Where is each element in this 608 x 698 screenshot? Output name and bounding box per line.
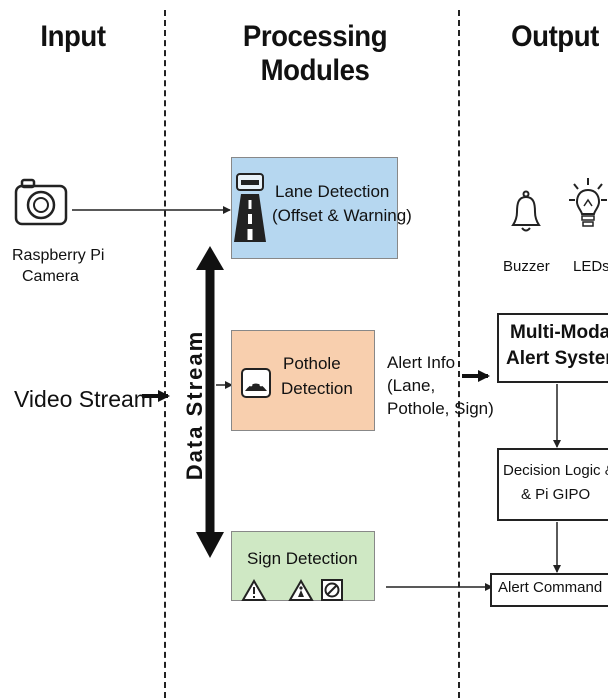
camera-icon <box>14 178 68 226</box>
processing-column-title: Processing Modules <box>242 20 388 87</box>
led-bulb-icon <box>569 178 607 227</box>
alert-command-box <box>490 573 608 607</box>
road-icon <box>234 173 266 242</box>
pothole-title-line1: Pothole <box>283 354 341 373</box>
buzzer-label: Buzzer <box>503 258 550 275</box>
pothole-title-line2: Detection <box>281 379 353 398</box>
data-stream-double-arrow <box>196 246 224 558</box>
input-column-title: Input <box>40 20 106 53</box>
lane-detection-title: Lane Detection <box>275 182 390 201</box>
divider-right <box>458 10 460 698</box>
leds-label: LEDs <box>573 258 608 275</box>
no-entry-sign-icon <box>321 579 343 601</box>
decision-logic-box <box>497 448 608 521</box>
camera-label-line1: Raspberry Pi <box>12 247 105 264</box>
output-column-title: Output <box>511 20 599 53</box>
pothole-icon <box>241 368 271 398</box>
divider-left <box>164 10 166 698</box>
multimodal-line2: Alert System <box>506 348 608 369</box>
warning-sign-icon <box>241 579 267 601</box>
multimodal-line1: Multi-Modal <box>510 322 608 343</box>
decision-line2: & Pi GIPO <box>521 486 591 503</box>
alert-info-line2: (Lane, <box>387 376 436 395</box>
sign-detection-title: Sign Detection <box>247 549 358 568</box>
data-stream-label: Data Stream <box>182 329 207 481</box>
decision-line1: Decision Logic & <box>503 462 608 479</box>
multimodal-alert-box <box>497 313 608 383</box>
bell-icon <box>511 190 541 232</box>
alert-command-label: Alert Command <box>498 579 603 596</box>
alert-info-line1: Alert Info <box>387 353 456 372</box>
lane-detection-subtitle: (Offset & Warning) <box>272 206 412 225</box>
alert-info-line3: Pothole, Sign) <box>387 399 494 418</box>
video-stream-label: Video Stream <box>14 386 153 412</box>
road-work-sign-icon <box>288 579 314 601</box>
camera-label-line2: Camera <box>22 268 79 285</box>
